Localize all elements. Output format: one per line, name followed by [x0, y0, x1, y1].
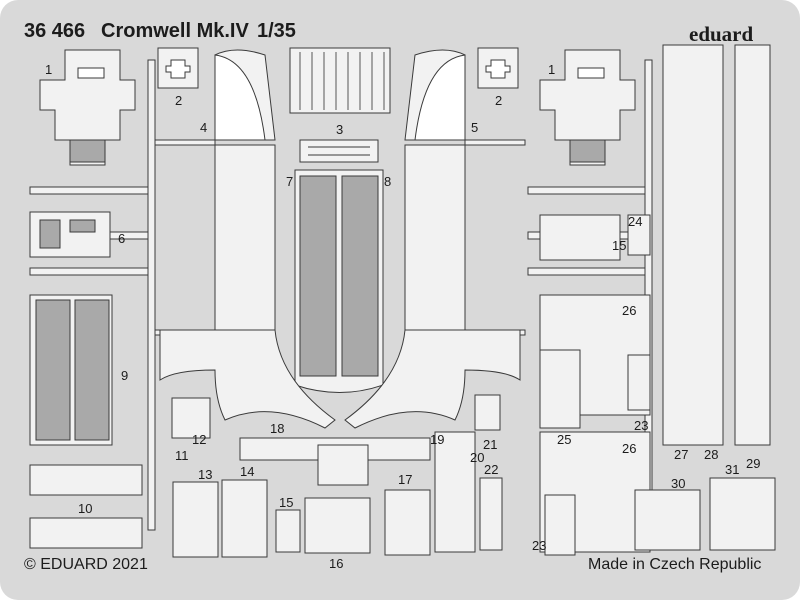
part-1-right-window	[577, 67, 605, 79]
part-23-upper	[627, 354, 651, 411]
part-30	[634, 489, 701, 551]
part-14	[221, 479, 268, 558]
part-label-26-upper: 26	[622, 303, 637, 318]
part-label-20: 20	[470, 450, 485, 465]
part-label-16: 16	[329, 556, 344, 571]
sprue-bar-left-1	[29, 186, 151, 195]
sprue-bar-left-3	[29, 267, 151, 276]
part-label-3: 3	[336, 122, 344, 137]
part-10-upper	[29, 464, 143, 496]
part-24	[539, 214, 621, 261]
part-2-right-cross	[485, 59, 511, 79]
part-15-left	[275, 509, 301, 553]
sprue-bar-vertical-left	[147, 59, 156, 531]
part-label-7: 7	[286, 174, 294, 189]
part-21	[474, 394, 501, 431]
part-1-right-shape	[539, 49, 636, 166]
part-5-arc	[414, 54, 466, 141]
part-15-right	[627, 214, 651, 256]
part-1-right-etch	[569, 139, 606, 163]
part-label-28: 28	[704, 447, 719, 462]
part-label-29: 29	[746, 456, 761, 471]
part-7-mesh	[299, 175, 337, 377]
part-label-19: 19	[430, 432, 445, 447]
part-1-left-window	[77, 67, 105, 79]
origin: Made in Czech Republic	[588, 556, 762, 573]
set-number: 36 466	[24, 20, 86, 42]
part-3-strips	[299, 52, 385, 110]
part-label-15-right: 15	[612, 238, 627, 253]
part-label-21: 21	[483, 437, 498, 452]
part-label-22: 22	[484, 462, 499, 477]
part-label-8: 8	[384, 174, 392, 189]
part-4-lower	[159, 329, 336, 429]
part-label-26-lower: 26	[622, 441, 637, 456]
part-label-2-right: 2	[495, 93, 503, 108]
part-label-10: 10	[78, 501, 93, 516]
part-label-12: 12	[192, 432, 207, 447]
sprue-bar-right-1	[527, 186, 649, 195]
part-16	[304, 497, 371, 554]
part-label-31: 31	[725, 462, 740, 477]
part-label-6: 6	[118, 231, 126, 246]
part-label-27: 27	[674, 447, 689, 462]
part-1-left-etch	[69, 139, 106, 163]
part-10-lower	[29, 517, 143, 549]
kit-title: Cromwell Mk.IV	[101, 20, 249, 42]
part-label-4: 4	[200, 120, 208, 135]
part-label-30: 30	[671, 476, 686, 491]
part-label-15-left: 15	[279, 495, 294, 510]
part-label-24: 24	[628, 214, 643, 229]
part-11-12	[171, 397, 211, 439]
part-31	[709, 477, 776, 551]
part-23-lower	[544, 494, 576, 556]
part-4-arc	[214, 54, 266, 141]
part-label-25: 25	[557, 432, 572, 447]
sprue-bar-right-3	[527, 267, 649, 276]
part-19-20	[434, 431, 476, 553]
part-3-bar	[299, 139, 379, 163]
part-29	[734, 44, 771, 446]
part-9-mesh-b	[74, 299, 110, 441]
part-1-left-shape	[39, 49, 136, 166]
part-2-left-shape	[157, 47, 199, 89]
part-label-18: 18	[270, 421, 285, 436]
part-label-23-lower: 23	[532, 538, 547, 553]
part-13	[172, 481, 219, 558]
part-label-2-left: 2	[175, 93, 183, 108]
part-label-11: 11	[175, 448, 189, 463]
part-2-left-cross	[165, 59, 191, 79]
part-label-17: 17	[398, 472, 413, 487]
part-25	[539, 349, 581, 429]
part-label-13: 13	[198, 467, 213, 482]
part-label-9: 9	[121, 368, 129, 383]
part-label-1-left: 1	[45, 62, 53, 77]
brand-logo: eduard	[689, 22, 754, 46]
part-18-mount	[317, 444, 369, 486]
part-5-lower	[344, 329, 521, 429]
part-9-mesh-a	[35, 299, 71, 441]
part-8-mesh	[341, 175, 379, 377]
part-label-5: 5	[471, 120, 479, 135]
part-3-shape	[289, 47, 391, 114]
kit-scale: 1/35	[257, 20, 296, 42]
part-27-28	[662, 44, 724, 446]
copyright: © EDUARD 2021	[24, 556, 148, 573]
part-17	[384, 489, 431, 556]
part-22	[479, 477, 503, 551]
part-label-1-right: 1	[548, 62, 556, 77]
part-label-14: 14	[240, 464, 255, 479]
part-label-23-upper: 23	[634, 418, 649, 433]
